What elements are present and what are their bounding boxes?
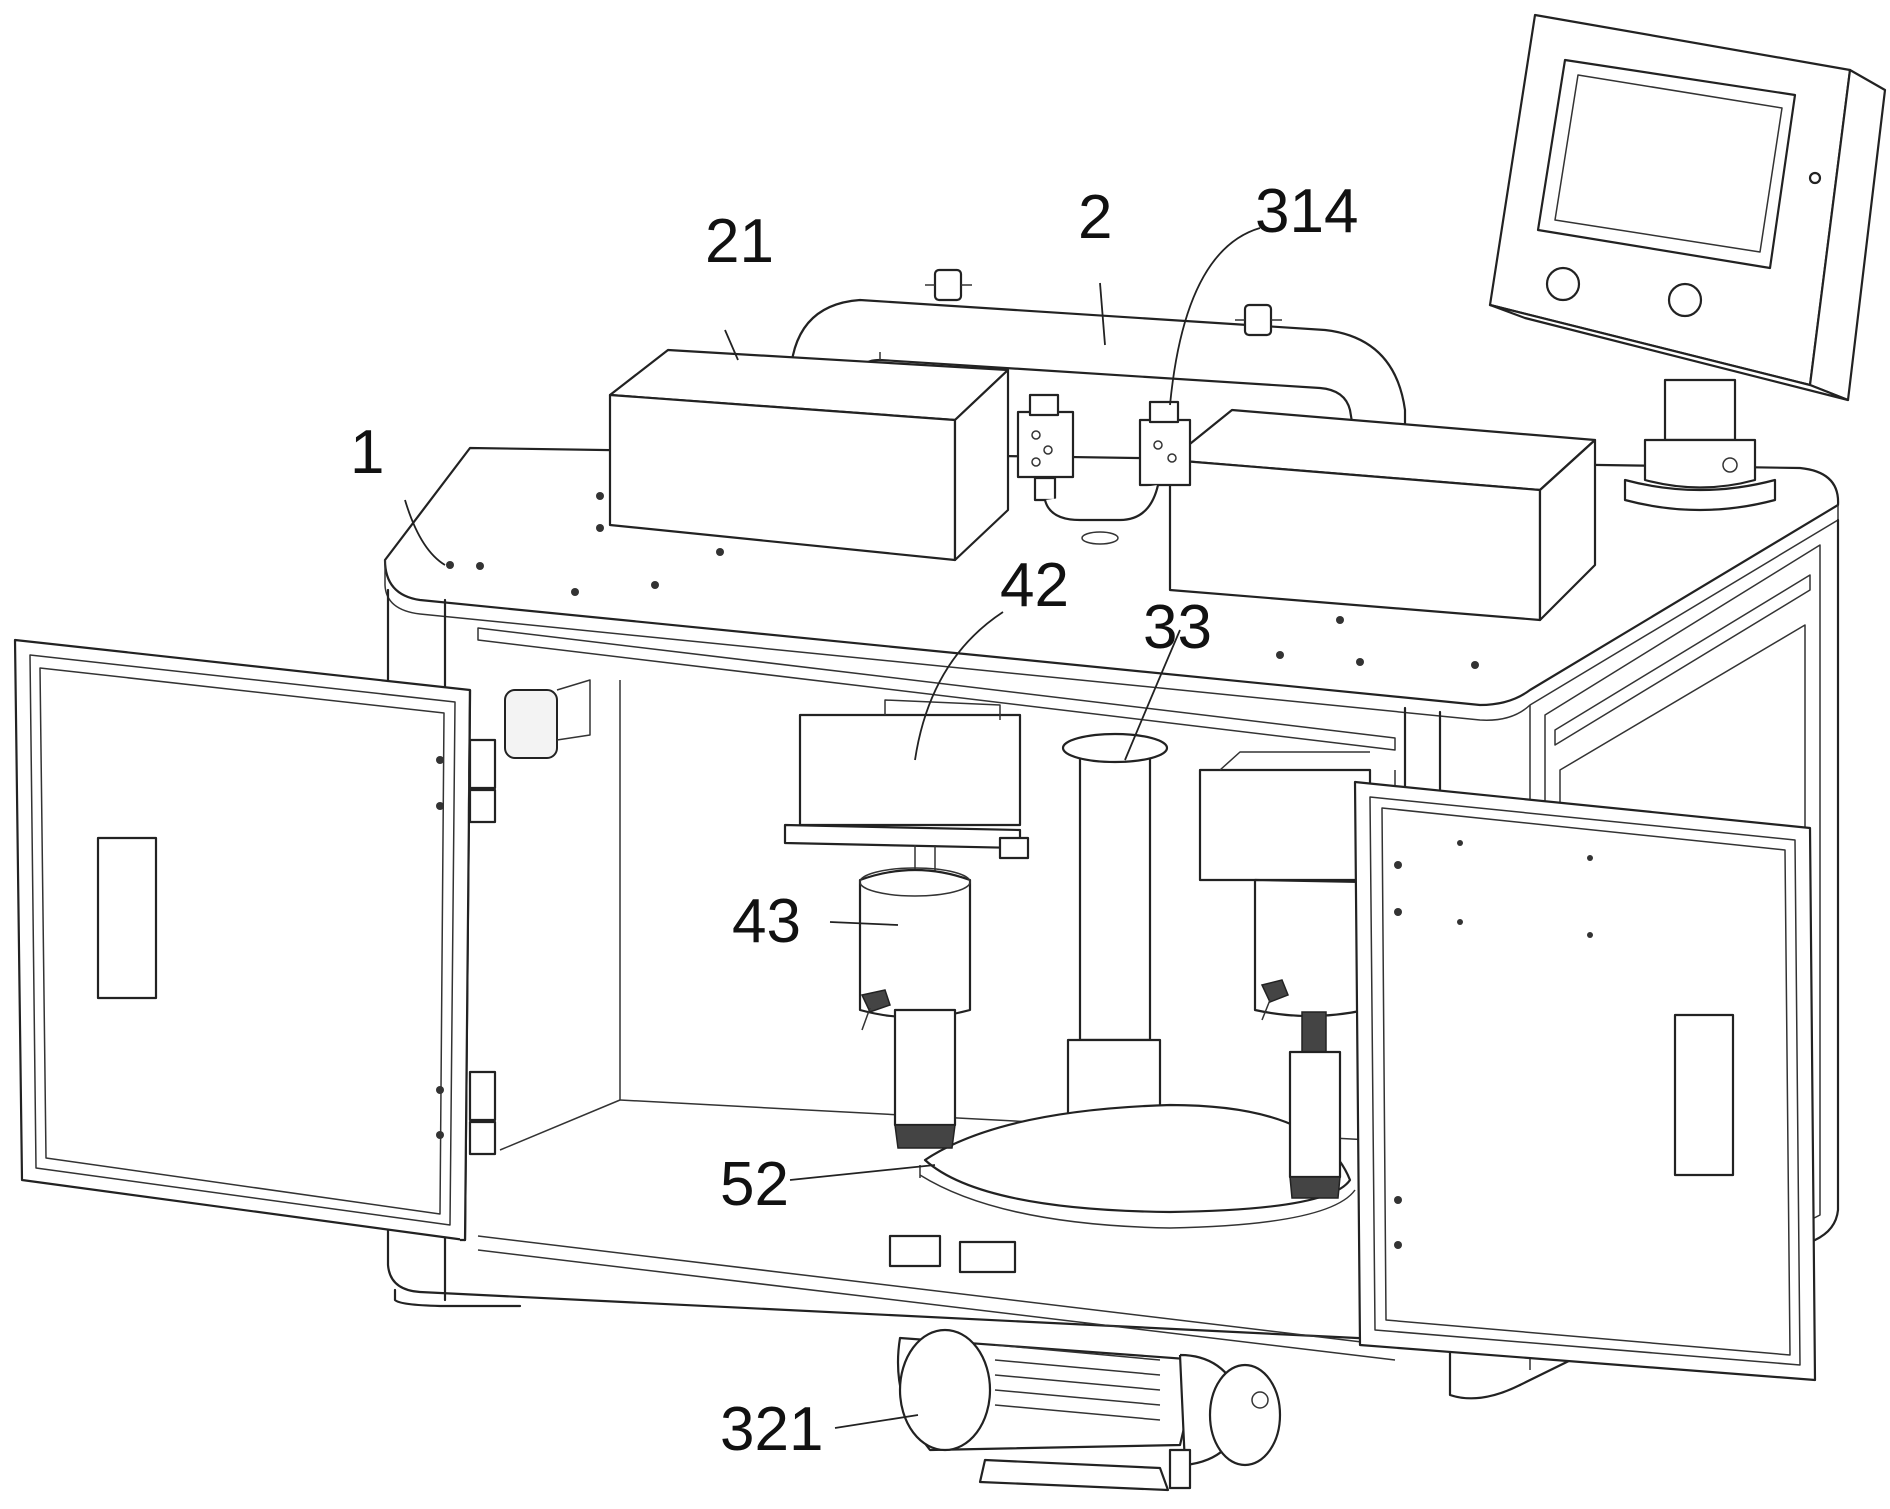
- callout-21: 21: [705, 207, 774, 276]
- control-knob-left: [1547, 268, 1579, 300]
- left-door-hinge-top: [470, 740, 495, 788]
- right-door[interactable]: [1355, 782, 1815, 1380]
- motor: [898, 1330, 1280, 1490]
- callout-314: 314: [1255, 177, 1358, 246]
- left-wall-bracket: [505, 690, 557, 758]
- right-door-handle[interactable]: [1675, 1015, 1733, 1175]
- left-door-handle[interactable]: [98, 838, 156, 998]
- callout-42: 42: [1000, 551, 1069, 620]
- tank-left: [610, 350, 1008, 560]
- callout-33: 33: [1143, 593, 1212, 662]
- tank-right: [1170, 410, 1595, 620]
- callout-2: 2: [1078, 183, 1112, 252]
- left-dispenser-unit: [785, 700, 1028, 1148]
- central-column: [1040, 734, 1190, 1168]
- left-door-hinge-bottom: [470, 1072, 495, 1120]
- callout-321: 321: [720, 1395, 823, 1464]
- callout-52: 52: [720, 1150, 789, 1219]
- left-door[interactable]: [15, 640, 495, 1240]
- control-knob-right: [1669, 284, 1701, 316]
- callout-1: 1: [350, 418, 384, 487]
- callout-43: 43: [732, 887, 801, 956]
- bottom-rail-connectors: [890, 1236, 1015, 1272]
